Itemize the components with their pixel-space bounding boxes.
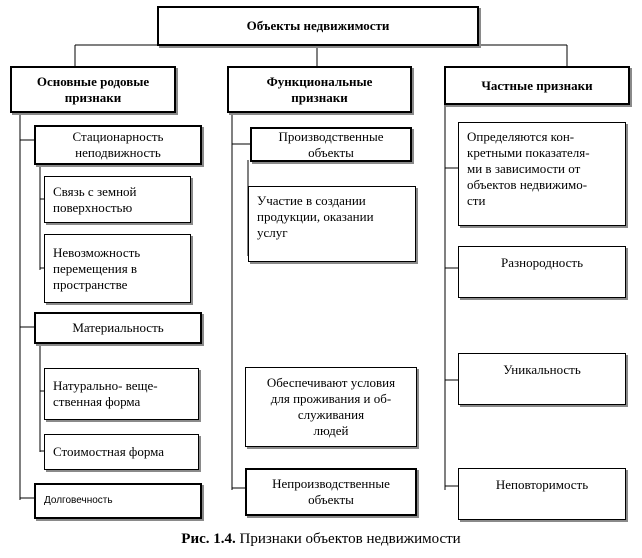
node-uniqueness: Уникальность (458, 353, 626, 405)
node-nonproductive-description: Обеспечивают условия для проживания и об… (245, 367, 417, 447)
node-productive-description: Участие в создании продукции, оказании у… (248, 186, 416, 262)
category-generic: Основные родовые признаки (10, 66, 176, 113)
category-functional: Функциональные признаки (227, 66, 412, 113)
node-materiality: Материальность (34, 312, 202, 344)
node-value-form: Стоимостная форма (44, 434, 199, 470)
node-natural-form: Натурально- веще- ственная форма (44, 368, 199, 420)
category-particular: Частные признаки (444, 66, 630, 105)
node-earth-link: Связь с земной поверхностью (44, 176, 191, 223)
root-node: Объекты недвижимости (157, 6, 479, 46)
caption-prefix: Рис. 1.4. (181, 531, 236, 547)
node-durability: Долговечность (34, 483, 202, 519)
node-immovability: Невозможность перемещения в пространстве (44, 234, 191, 303)
node-nonproductive: Непроизводственные объекты (245, 468, 417, 516)
caption-text: Признаки объектов недвижимости (235, 531, 461, 547)
node-heterogeneity: Разнородность (458, 246, 626, 298)
node-determined: Определяются кон- кретными показателя- м… (458, 122, 626, 226)
node-productive: Производственные объекты (250, 127, 412, 162)
node-nonrepeatability: Неповторимость (458, 468, 626, 520)
node-stationary: Стационарность неподвижность (34, 125, 202, 165)
figure-caption: Рис. 1.4. Признаки объектов недвижимости (0, 530, 642, 548)
